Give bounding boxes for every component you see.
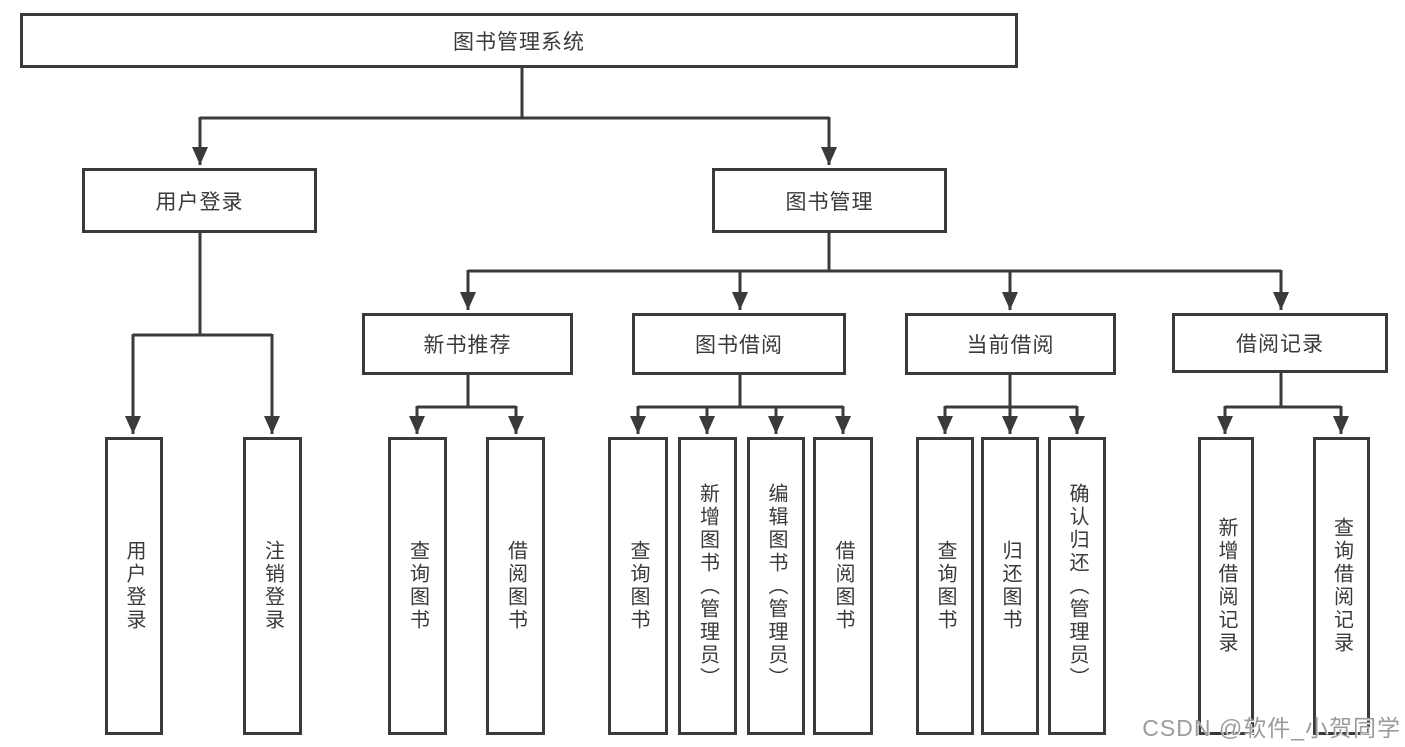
node-book-borrowing: 图书借阅	[632, 313, 846, 375]
node-book-management: 图书管理	[712, 168, 947, 233]
leaf-return-books: 归还图书	[981, 437, 1039, 735]
leaf-borrowing-borrow-books-label: 借阅图书	[832, 540, 854, 632]
leaf-add-borrow-record-label: 新增借阅记录	[1215, 517, 1237, 655]
leaf-recommend-borrow-books: 借阅图书	[486, 437, 545, 735]
node-borrow-records: 借阅记录	[1172, 313, 1388, 373]
leaf-recommend-query-books-label: 查询图书	[406, 540, 429, 632]
leaf-edit-books-admin-label: 编辑图书（管理员）	[765, 482, 787, 690]
node-new-book-recommend: 新书推荐	[362, 313, 573, 375]
leaf-confirm-return-admin: 确认归还（管理员）	[1048, 437, 1106, 735]
node-user-login-label: 用户登录	[155, 190, 244, 214]
leaf-borrowing-borrow-books: 借阅图书	[813, 437, 873, 735]
node-user-login: 用户登录	[82, 168, 317, 233]
leaf-edit-books-admin: 编辑图书（管理员）	[747, 437, 805, 735]
node-current-borrowing: 当前借阅	[905, 313, 1116, 375]
leaf-user-login-label: 用户登录	[123, 540, 145, 632]
leaf-recommend-borrow-books-label: 借阅图书	[504, 540, 527, 632]
leaf-add-books-admin: 新增图书（管理员）	[678, 437, 737, 735]
leaf-return-books-label: 归还图书	[999, 540, 1021, 632]
leaf-logout: 注销登录	[243, 437, 302, 735]
node-current-borrowing-label: 当前借阅	[966, 334, 1055, 357]
leaf-add-borrow-record: 新增借阅记录	[1198, 437, 1254, 735]
leaf-user-login: 用户登录	[105, 437, 163, 735]
node-new-book-recommend-label: 新书推荐	[423, 334, 512, 357]
node-book-borrowing-label: 图书借阅	[695, 334, 783, 357]
leaf-add-books-admin-label: 新增图书（管理员）	[696, 482, 719, 690]
csdn-watermark: CSDN @软件_小贺同学	[1142, 715, 1401, 741]
node-book-management-label: 图书管理	[785, 190, 874, 214]
node-borrow-records-label: 借阅记录	[1236, 333, 1324, 356]
leaf-borrowing-query-books-label: 查询图书	[627, 540, 649, 632]
leaf-current-query-books: 查询图书	[916, 437, 974, 735]
leaf-current-query-books-label: 查询图书	[934, 540, 956, 632]
node-root-label: 图书管理系统	[453, 30, 585, 54]
leaf-confirm-return-admin-label: 确认归还（管理员）	[1066, 482, 1088, 690]
node-root-system: 图书管理系统	[20, 13, 1018, 68]
leaf-query-borrow-record: 查询借阅记录	[1313, 437, 1370, 735]
leaf-query-borrow-record-label: 查询借阅记录	[1330, 517, 1353, 655]
leaf-recommend-query-books: 查询图书	[388, 437, 447, 735]
leaf-logout-label: 注销登录	[261, 540, 284, 632]
leaf-borrowing-query-books: 查询图书	[608, 437, 668, 735]
